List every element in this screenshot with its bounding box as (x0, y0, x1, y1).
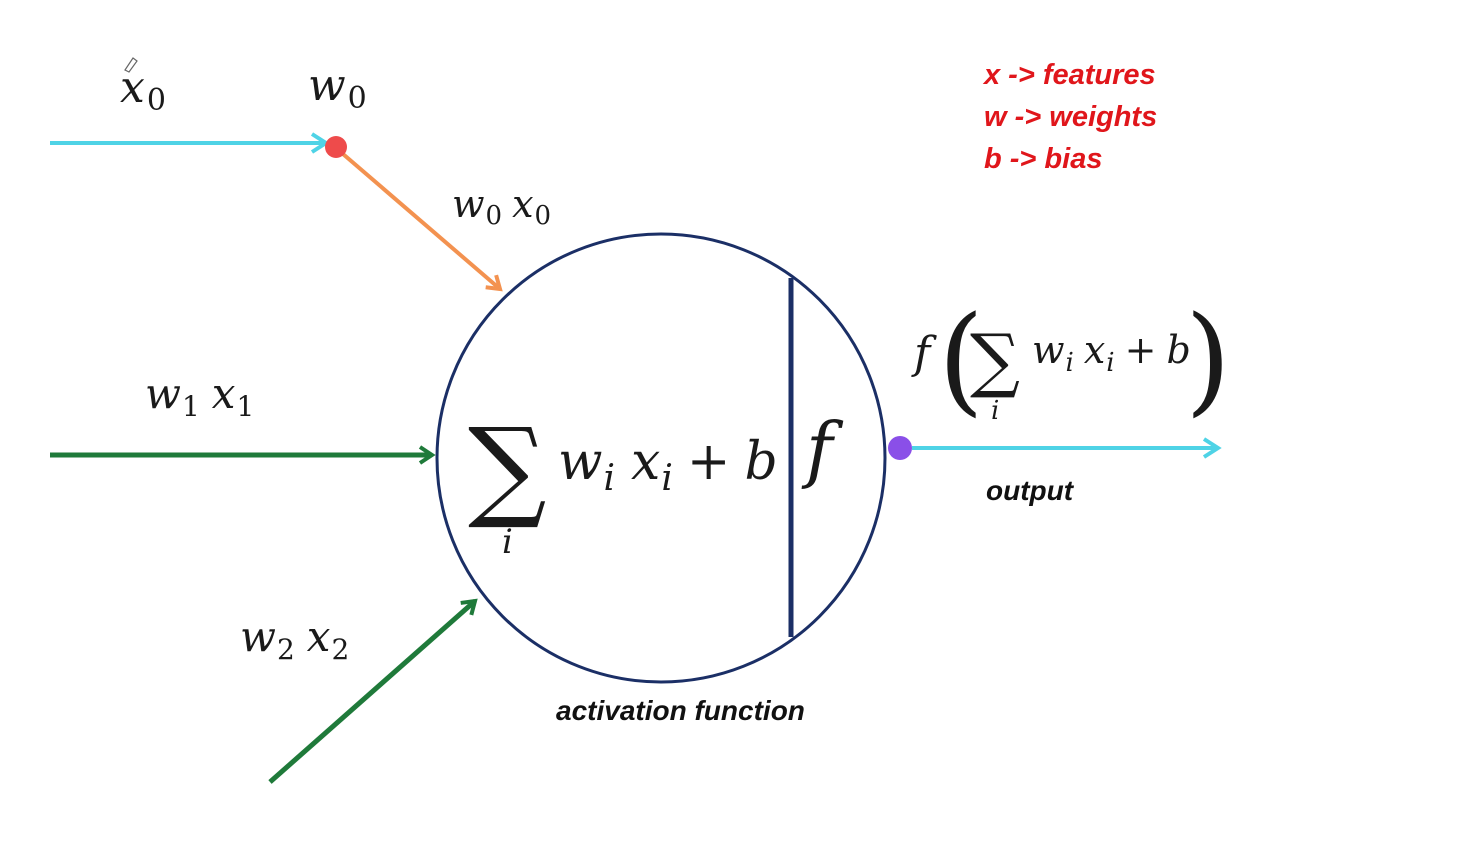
activation-function-label: activation function (556, 695, 805, 726)
output-f: f (911, 328, 937, 379)
x0-label: x0 (120, 62, 166, 118)
output-open-paren: ( (938, 290, 984, 428)
x0-base: x (120, 62, 145, 113)
w0x0-weighted-arrow (334, 146, 503, 292)
w0-sub: 0 (348, 81, 367, 116)
output-sum-index: i (991, 396, 999, 426)
neuron-sum-symbol: ∑ (468, 404, 547, 532)
legend-item-features: x -> features (982, 59, 1156, 91)
w0-weight-node (325, 136, 347, 158)
activation-symbol: f (801, 407, 844, 491)
legend: x -> features w -> weights b -> bias (982, 59, 1157, 175)
w0-label: w0 (308, 60, 367, 116)
w0-base: w (308, 60, 346, 111)
neuron-circle (435, 232, 887, 684)
legend-item-weights: w -> weights (984, 101, 1157, 133)
output-close-paren: ) (1185, 290, 1231, 428)
pencil-mark-icon (124, 57, 138, 73)
neuron-sum-index: i (502, 522, 513, 562)
output-node (888, 436, 912, 460)
output-sum-symbol: ∑ (970, 319, 1020, 401)
legend-item-bias: b -> bias (984, 143, 1102, 175)
x0-sub: 0 (147, 83, 166, 118)
output-label: output (986, 475, 1075, 506)
w2x2-input-arrow (268, 598, 478, 784)
